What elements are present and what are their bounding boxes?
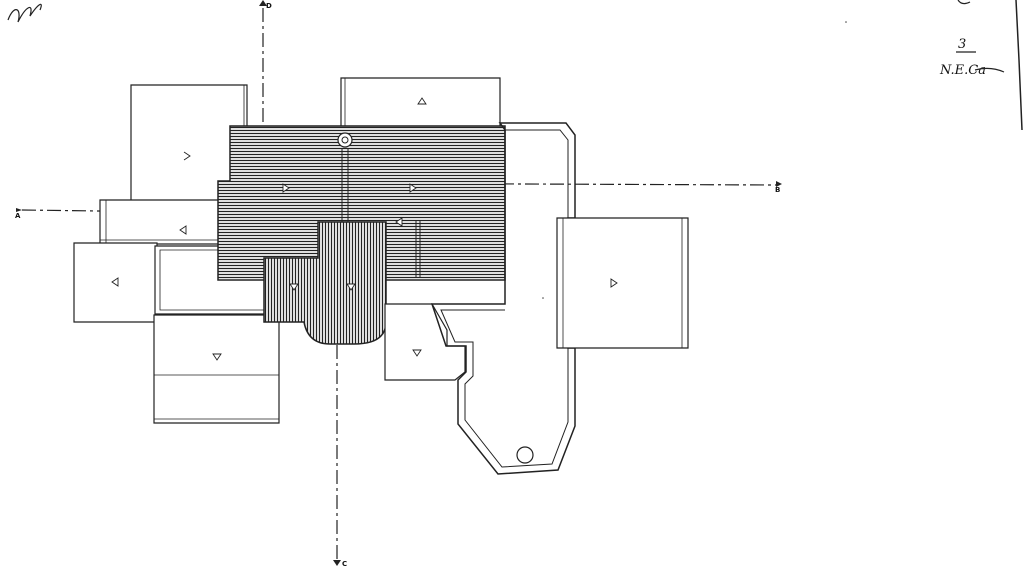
section-marker-d: D: [259, 0, 272, 10]
annotation-number: 3: [958, 37, 966, 52]
section-label-d: D: [266, 2, 272, 10]
corner-mark: [957, 0, 971, 5]
roof-plane-left-outer: [73, 242, 158, 323]
speck-mark: [542, 297, 544, 299]
revision-annotation: 3 N.E.Ca: [939, 37, 1005, 78]
main-roof-hatched: [217, 125, 506, 281]
sheet-border-line: [1015, 0, 1023, 131]
roof-plane-top-center: [340, 77, 501, 131]
section-marker-a: A: [15, 208, 22, 220]
section-label-c: C: [342, 560, 347, 568]
roof-plane-right: [556, 217, 689, 349]
section-label-b: B: [775, 186, 780, 194]
speck-mark: [845, 21, 847, 23]
annotation-text: N.E.Ca: [939, 63, 986, 78]
section-label-a: A: [15, 212, 21, 220]
section-marker-c: C: [333, 560, 347, 568]
roof-plane-left-band: [99, 199, 231, 245]
signature-scribble: [7, 3, 42, 23]
section-marker-b: B: [775, 181, 782, 194]
roof-plane-left-lower: [153, 314, 280, 424]
roof-plane-connector: [384, 303, 466, 381]
